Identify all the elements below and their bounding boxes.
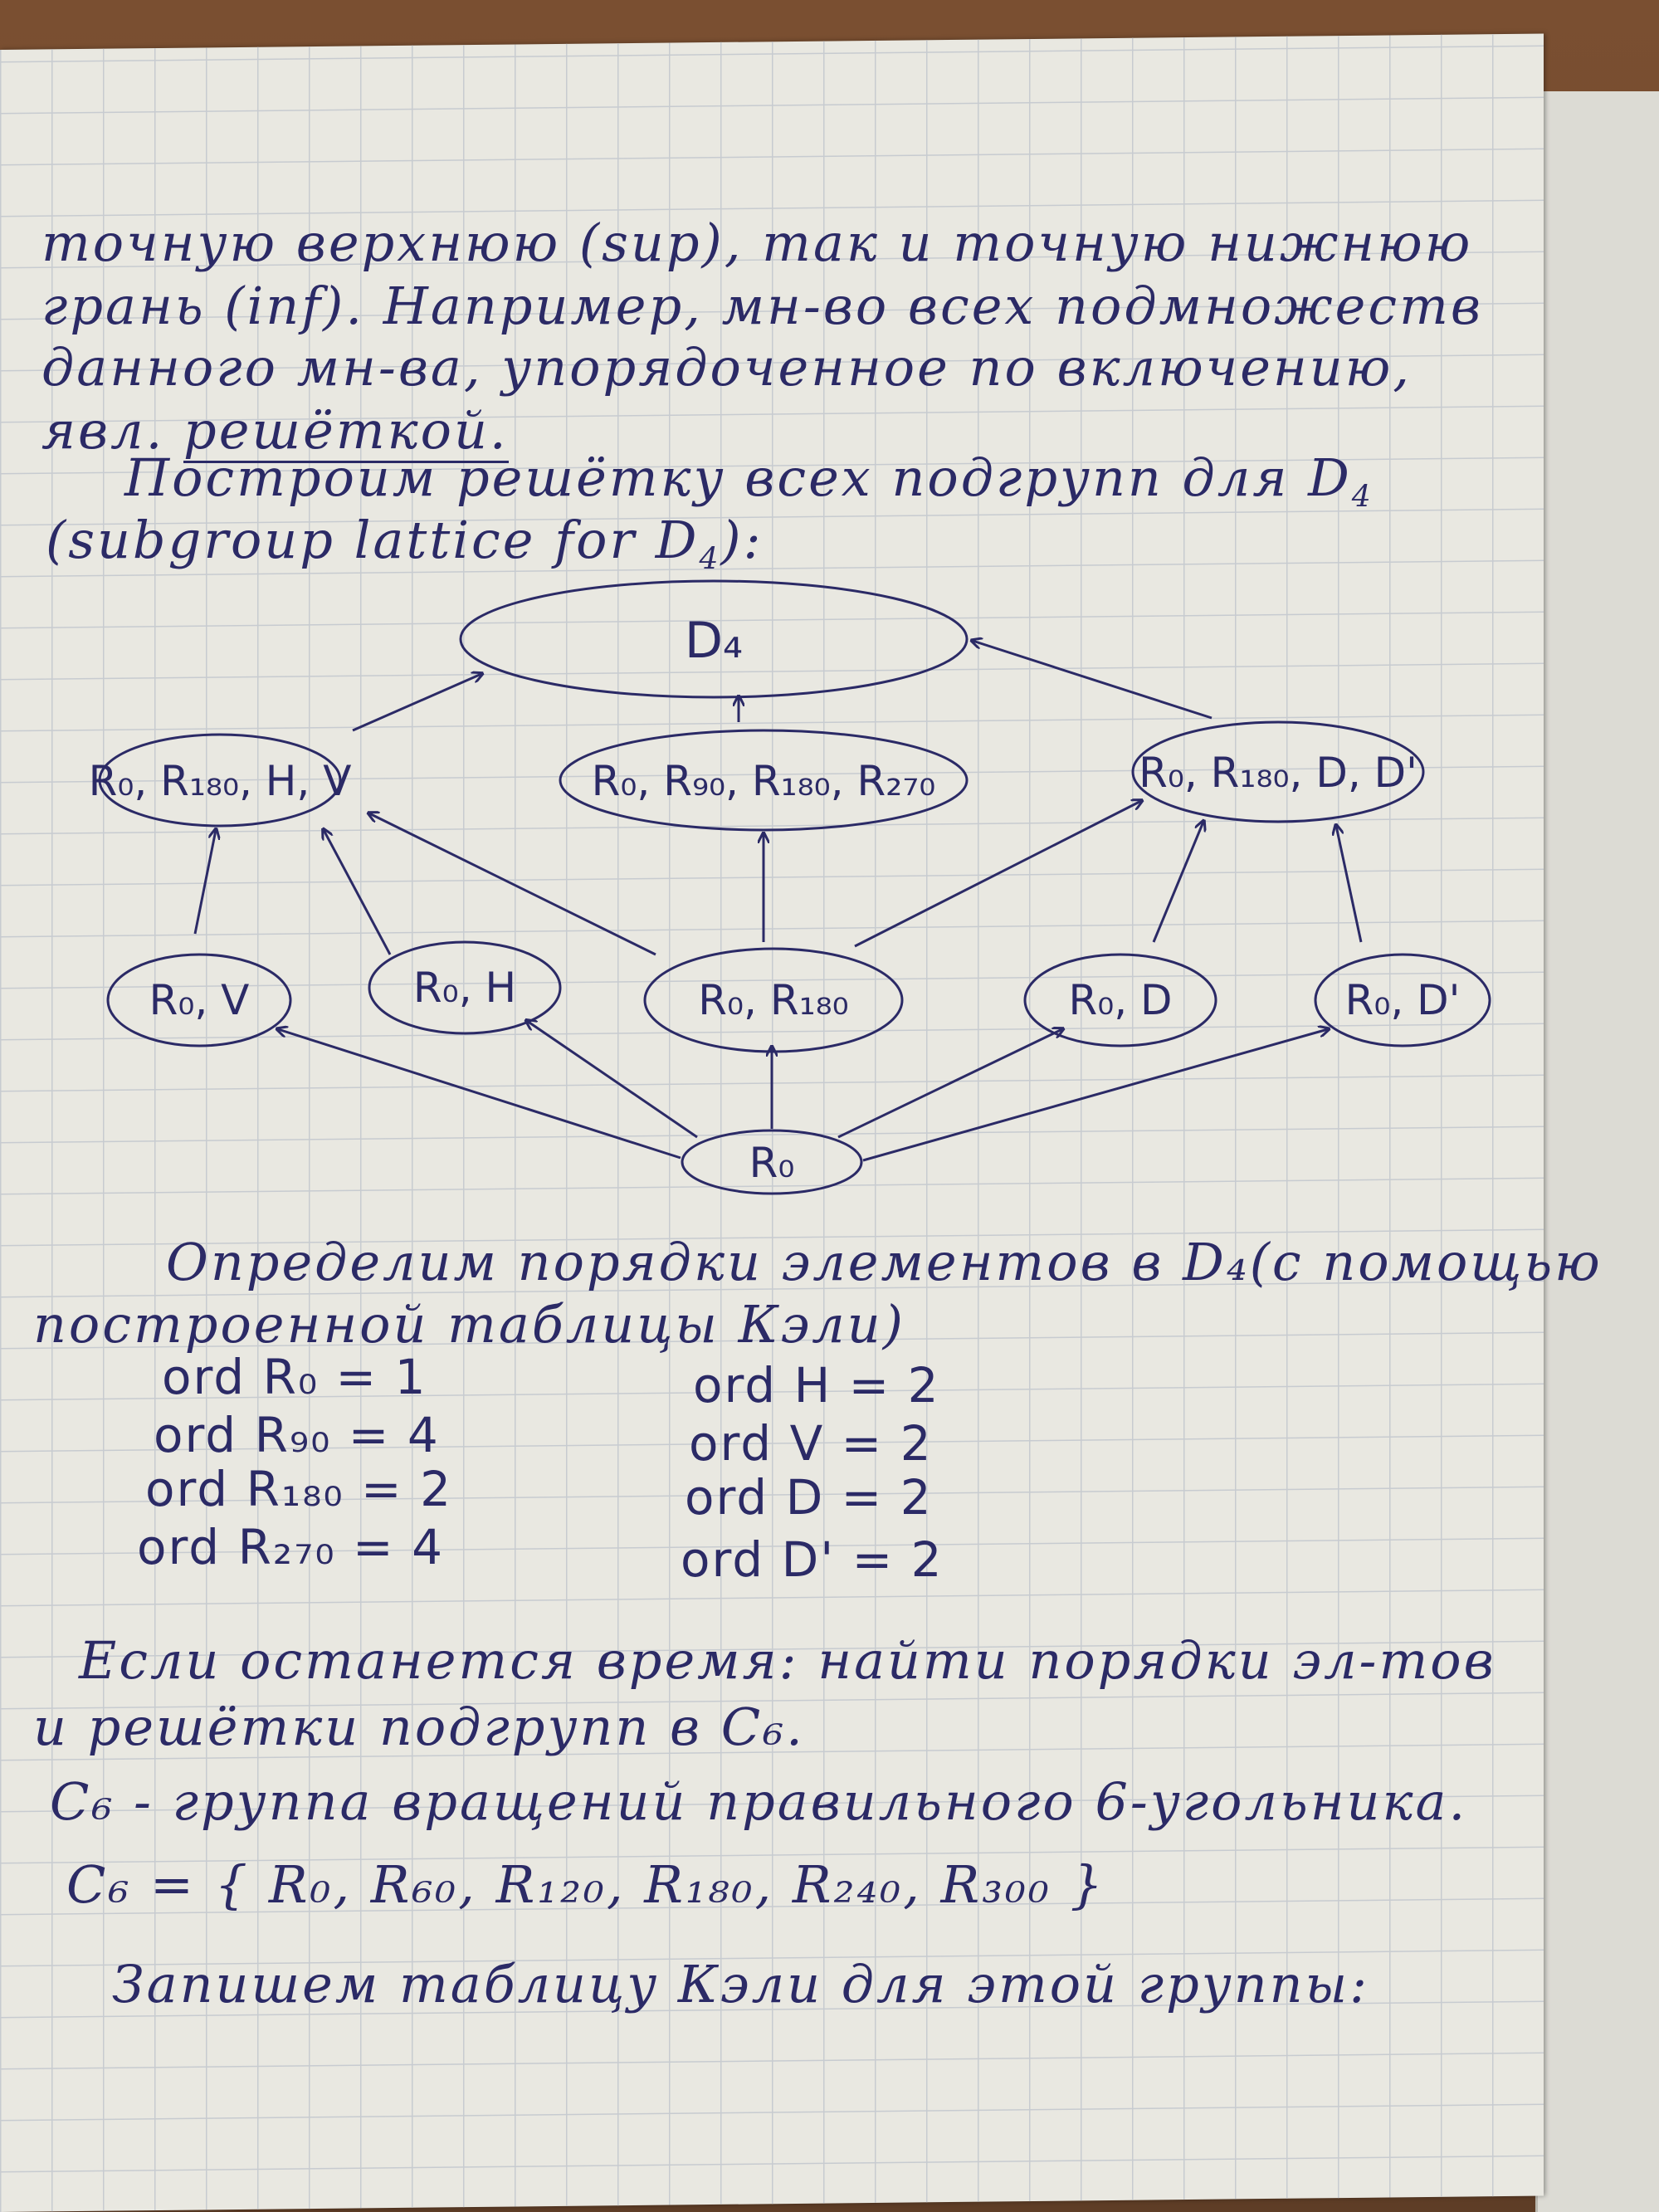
text-line: Построим решётку всех подгрупп для D4 [124, 452, 1374, 512]
node-label-r0: R₀ [749, 1139, 795, 1187]
text-line: Определим порядки элементов в D₄(с помощ… [166, 1232, 1603, 1292]
order-entry: ord V = 2 [689, 1415, 933, 1472]
node-label: R₀, R₉₀, R₁₈₀, R₂₇₀ [592, 757, 936, 805]
node-label: R₀, V [149, 976, 250, 1024]
edge-arrow [352, 674, 481, 732]
node-ellipse-r0 [681, 1129, 863, 1195]
text-fragment: Построим решётку всех подгрупп для D [124, 447, 1352, 508]
text-line: Запишем таблицу Кэли для этой группы: [112, 1954, 1369, 2014]
underlined-term: решёткой. [183, 400, 509, 463]
order-entry: ord R₉₀ = 4 [154, 1407, 440, 1463]
order-entry: ord R₁₈₀ = 2 [145, 1461, 452, 1517]
node-label: R₀, R₁₈₀, H, V [89, 757, 352, 805]
node-label: R₀, H [413, 964, 516, 1012]
text-line: данного мн-ва, упорядоченное по включени… [41, 337, 1412, 398]
order-entry: ord R₀ = 1 [162, 1349, 427, 1405]
order-entry: ord D' = 2 [681, 1531, 944, 1588]
edge-arrow [324, 830, 392, 955]
text-line: Если останется время: найти порядки эл-т… [79, 1630, 1496, 1691]
text-line: C₆ - группа вращений правильного 6-уголь… [50, 1771, 1468, 1832]
edge-arrow [1152, 822, 1203, 943]
order-entry: ord H = 2 [693, 1357, 940, 1414]
node-label: R₀, R₁₈₀ [698, 976, 848, 1024]
node-ellipse-r0-r180-d-d2 [1131, 720, 1425, 823]
subscript: 4 [699, 542, 721, 577]
edge-arrow [527, 1021, 698, 1139]
edge-arrow [973, 641, 1213, 720]
edge-arrow [193, 830, 216, 935]
node-ellipse-d4 [459, 579, 969, 699]
next-page-edge [1535, 91, 1659, 2212]
text-line: точную верхнюю (sup), так и точную нижню… [41, 212, 1473, 273]
node-label: R₀, R₁₈₀, D, D' [1139, 749, 1417, 797]
edge-arrow [837, 1029, 1062, 1139]
text-fragment: ): [720, 510, 764, 570]
edge-arrow [854, 801, 1141, 948]
node-label: R₀, D' [1345, 976, 1461, 1024]
text-line: (subgroup lattice for D4): [46, 515, 764, 574]
node-ellipse-r0-r180-h-v [98, 733, 342, 828]
subscript: 4 [1351, 480, 1374, 515]
node-label-d4: D₄ [685, 612, 743, 670]
edge-arrow [278, 1029, 681, 1160]
text-fragment: (subgroup lattice for D [46, 510, 700, 570]
node-ellipse-rotations [559, 729, 969, 832]
text-line: C₆ = { R₀, R₆₀, R₁₂₀, R₁₈₀, R₂₄₀, R₃₀₀ } [66, 1854, 1105, 1915]
node-ellipse-r0-v [106, 953, 292, 1047]
node-ellipse-r0-h [368, 940, 562, 1035]
text-line: и решётки подгрупп в C₆. [33, 1697, 805, 1757]
node-ellipse-r0-d2 [1314, 953, 1491, 1047]
text-line: явл. решёткой. [41, 400, 509, 463]
text-line: построенной таблицы Кэли) [33, 1294, 905, 1355]
edge-arrow [862, 1029, 1328, 1162]
order-entry: ord R₂₇₀ = 4 [137, 1519, 444, 1575]
edge-arrow [369, 813, 656, 956]
edge-arrow [1336, 826, 1363, 943]
node-label: R₀, D [1068, 976, 1172, 1024]
node-ellipse-r0-d [1023, 953, 1217, 1047]
order-entry: ord D = 2 [685, 1469, 933, 1526]
text-fragment: явл. [41, 400, 165, 461]
text-line: грань (inf). Например, мн-во всех подмно… [41, 276, 1483, 336]
